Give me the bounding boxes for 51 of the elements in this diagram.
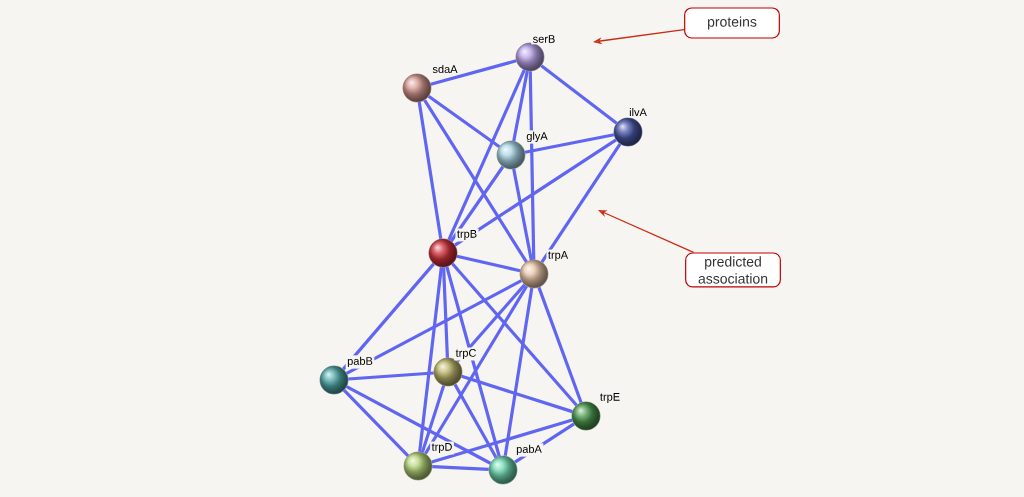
protein-ball	[488, 455, 518, 485]
association-line	[540, 64, 618, 125]
protein-name: sdaA	[430, 63, 460, 75]
association-line	[430, 59, 517, 86]
association-line	[461, 374, 573, 414]
association-line	[342, 262, 435, 371]
association-line	[456, 254, 521, 273]
association-line	[431, 418, 573, 464]
protein-name: pabB	[345, 355, 375, 369]
protein-ball	[433, 357, 463, 387]
association-line	[449, 165, 505, 243]
association-line	[524, 133, 615, 154]
protein-ball	[319, 365, 349, 395]
association-line	[427, 95, 501, 148]
protein-name: serB	[531, 33, 557, 45]
association-line	[512, 70, 529, 142]
association-line	[537, 286, 583, 404]
protein-ball	[519, 259, 549, 289]
association-line	[453, 383, 498, 459]
callout-box: proteins	[684, 7, 780, 39]
association-line	[454, 138, 617, 247]
association-line	[445, 266, 501, 457]
association-line	[417, 101, 443, 240]
association-line	[348, 371, 434, 381]
association-line	[540, 143, 622, 263]
protein-ball	[613, 117, 643, 147]
association-line	[503, 287, 534, 457]
association-line	[447, 69, 526, 241]
association-line	[424, 285, 528, 455]
protein-name: pabA	[514, 443, 544, 457]
association-line	[442, 267, 449, 358]
association-line	[345, 385, 492, 465]
association-line	[418, 267, 443, 452]
association-line	[345, 279, 523, 375]
association-line	[420, 385, 446, 453]
protein-name: ilvA	[627, 106, 649, 118]
protein-ball	[515, 42, 545, 72]
protein-name: glyA	[524, 130, 550, 144]
protein-ball	[403, 451, 433, 481]
association-line	[342, 389, 410, 457]
protein-ball	[428, 238, 458, 268]
association-line	[432, 465, 489, 471]
association-line	[512, 168, 533, 261]
protein-ball	[496, 140, 526, 170]
association-line	[423, 99, 528, 263]
association-line	[451, 262, 578, 407]
association-line	[528, 71, 536, 260]
callout-box: predicted association	[685, 252, 781, 288]
protein-ball	[402, 73, 432, 103]
association-line	[456, 283, 526, 363]
protein-ball	[571, 401, 601, 431]
